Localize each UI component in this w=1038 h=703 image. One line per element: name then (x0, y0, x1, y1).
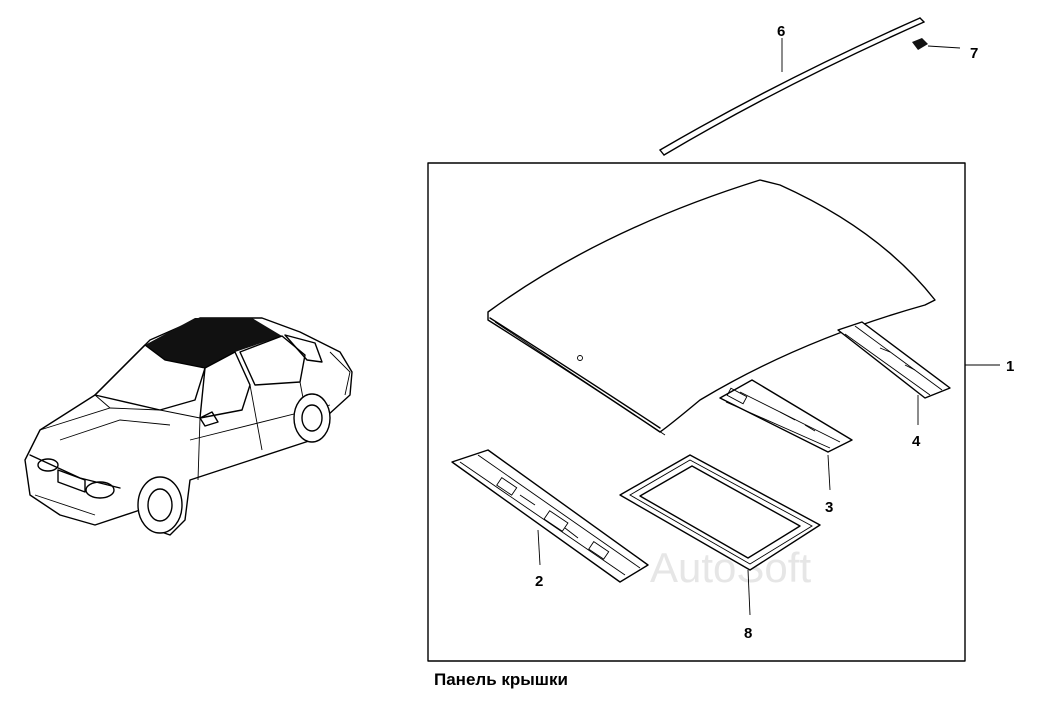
callout-8: 8 (744, 625, 752, 642)
leader-lines (537, 38, 1000, 616)
rear-roof-header (837, 321, 951, 399)
car-illustration (24, 317, 353, 536)
diagram-caption: Панель крышки (434, 670, 568, 689)
callout-6: 6 (777, 23, 785, 40)
callout-3: 3 (825, 499, 833, 516)
callout-1: 1 (1006, 358, 1014, 375)
molding-clip (912, 38, 961, 50)
roof-molding (659, 17, 925, 156)
center-roof-bow (719, 379, 853, 453)
callout-4: 4 (912, 433, 921, 450)
parts-frame (427, 162, 966, 662)
callout-7: 7 (970, 45, 978, 62)
front-roof-header (451, 449, 649, 583)
roof-panel (487, 179, 936, 436)
callout-2: 2 (535, 573, 543, 590)
sunroof-frame (619, 454, 821, 571)
callout-labels: 6 7 1 4 3 2 8 (535, 23, 1014, 642)
